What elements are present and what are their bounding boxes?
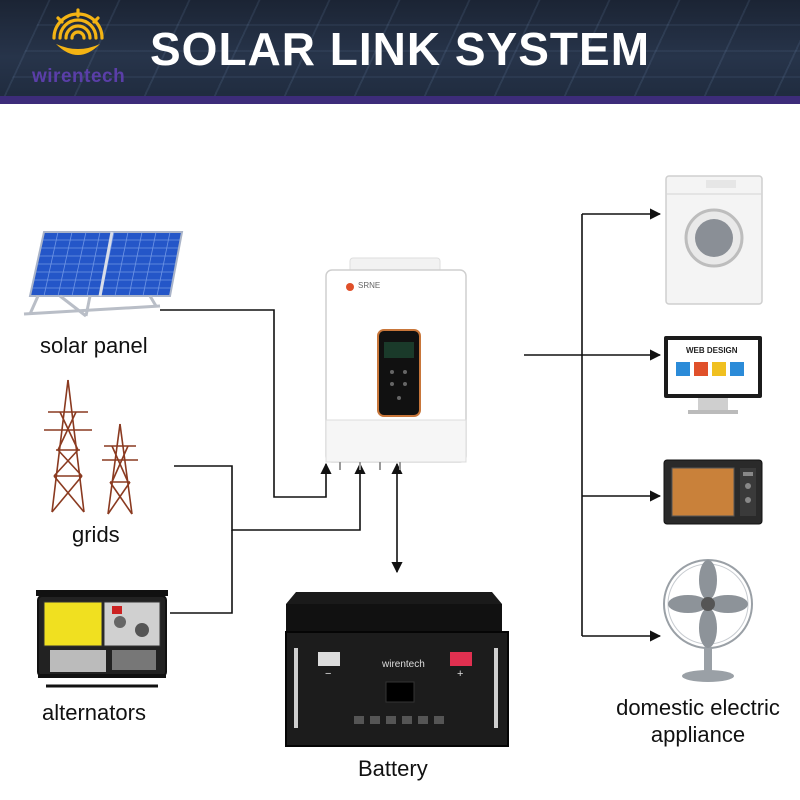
header-banner: wirentech SOLAR LINK SYSTEM [0,0,800,104]
battery-label: Battery [358,756,428,781]
solar-panel-label: solar panel [40,333,148,358]
header-stripe [0,96,800,104]
grids-connector [174,462,366,531]
page-title: SOLAR LINK SYSTEM [150,23,651,75]
brand-sun-logo-icon [52,8,104,55]
battery-positive-sign: + [457,668,464,680]
domestic-appliance-label: domestic electric appliance [598,694,798,748]
brand-name: wirentech [32,66,126,87]
inverter-brand: SRNE [358,281,381,290]
monitor-screen-text: WEB DESIGN [686,346,738,355]
alternators-label: alternators [42,700,146,725]
solar-connector [160,309,332,498]
domestic-appliance-label-line2: appliance [650,722,746,747]
alternator-connector [170,530,233,614]
battery-negative-sign: − [325,668,332,680]
battery-brand: wirentech [382,659,425,670]
grids-label: grids [72,522,120,547]
domestic-appliance-label-line1: domestic electric [616,695,780,720]
